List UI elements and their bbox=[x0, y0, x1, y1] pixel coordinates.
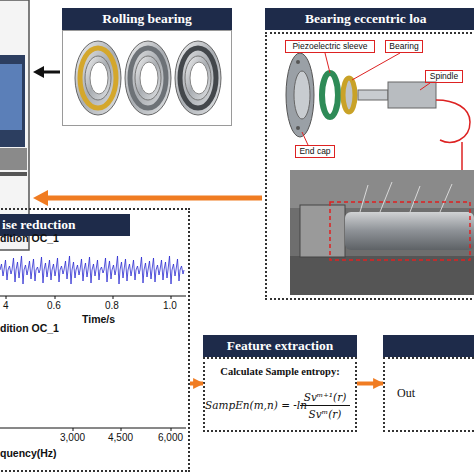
stage-box: Bearing eccentric loaPiezoelectric sleev… bbox=[265, 8, 474, 300]
stage-box: Feature extractionCalculate Sample entro… bbox=[203, 335, 357, 432]
callout-box: Bearing bbox=[385, 40, 423, 53]
node-text: Rolling bearing bbox=[62, 8, 232, 30]
tick-label: 1.0 bbox=[163, 300, 177, 312]
axis-title: Time/s bbox=[82, 313, 115, 325]
test-rig-photo bbox=[290, 170, 474, 295]
frame bbox=[62, 30, 232, 126]
node-text: Bearing bbox=[385, 40, 423, 53]
tick-label: 0.6 bbox=[47, 300, 61, 312]
flow-arrow bbox=[190, 382, 203, 386]
node-text: Piezoelectric sleeve bbox=[285, 40, 375, 53]
flow-arrow bbox=[357, 382, 383, 386]
flow-arrow bbox=[33, 190, 262, 206]
tick-label: 6,000 bbox=[158, 432, 183, 444]
formula-text: SampEn(m,n) = -ln bbox=[205, 398, 297, 412]
node-text: Out bbox=[397, 385, 467, 401]
node-text: End cap bbox=[295, 145, 335, 158]
header-band bbox=[383, 335, 474, 357]
tick-label: 3,000 bbox=[60, 432, 85, 444]
axis-title: quency(Hz) bbox=[0, 447, 57, 459]
stage-box: Out bbox=[383, 335, 474, 432]
plot-title: dition OC_1 bbox=[0, 322, 59, 334]
node-text: Feature extraction bbox=[203, 335, 357, 357]
plot-title: dition OC_1 bbox=[0, 232, 59, 244]
signal-plot bbox=[0, 256, 186, 299]
tick-label: 4,500 bbox=[108, 432, 133, 444]
flow-arrow bbox=[33, 66, 60, 78]
spectrum-plot bbox=[0, 428, 186, 431]
tick-label: 0.8 bbox=[105, 300, 119, 312]
node-text: Bearing eccentric loa bbox=[305, 8, 474, 30]
computer-photo bbox=[0, 0, 29, 250]
callout-box: Piezoelectric sleeve bbox=[285, 40, 375, 53]
fraction-line bbox=[300, 405, 350, 406]
formula-text: Svᵐ(r) bbox=[297, 407, 353, 421]
bearing-images bbox=[75, 41, 221, 115]
tick-label: 4 bbox=[3, 300, 9, 312]
node-text: Calculate Sample entropy: bbox=[203, 365, 357, 379]
node-text: Spindle bbox=[425, 70, 463, 83]
callout-box: End cap bbox=[295, 145, 335, 158]
frame bbox=[383, 357, 474, 432]
callout-box: Spindle bbox=[425, 70, 463, 83]
formula-text: Svᵐ⁺¹(r) bbox=[297, 390, 353, 404]
stage-box: Rolling bearing bbox=[62, 8, 232, 126]
formula-box: Calculate Sample entropy: SampEn(m,n) = -… bbox=[203, 357, 357, 432]
